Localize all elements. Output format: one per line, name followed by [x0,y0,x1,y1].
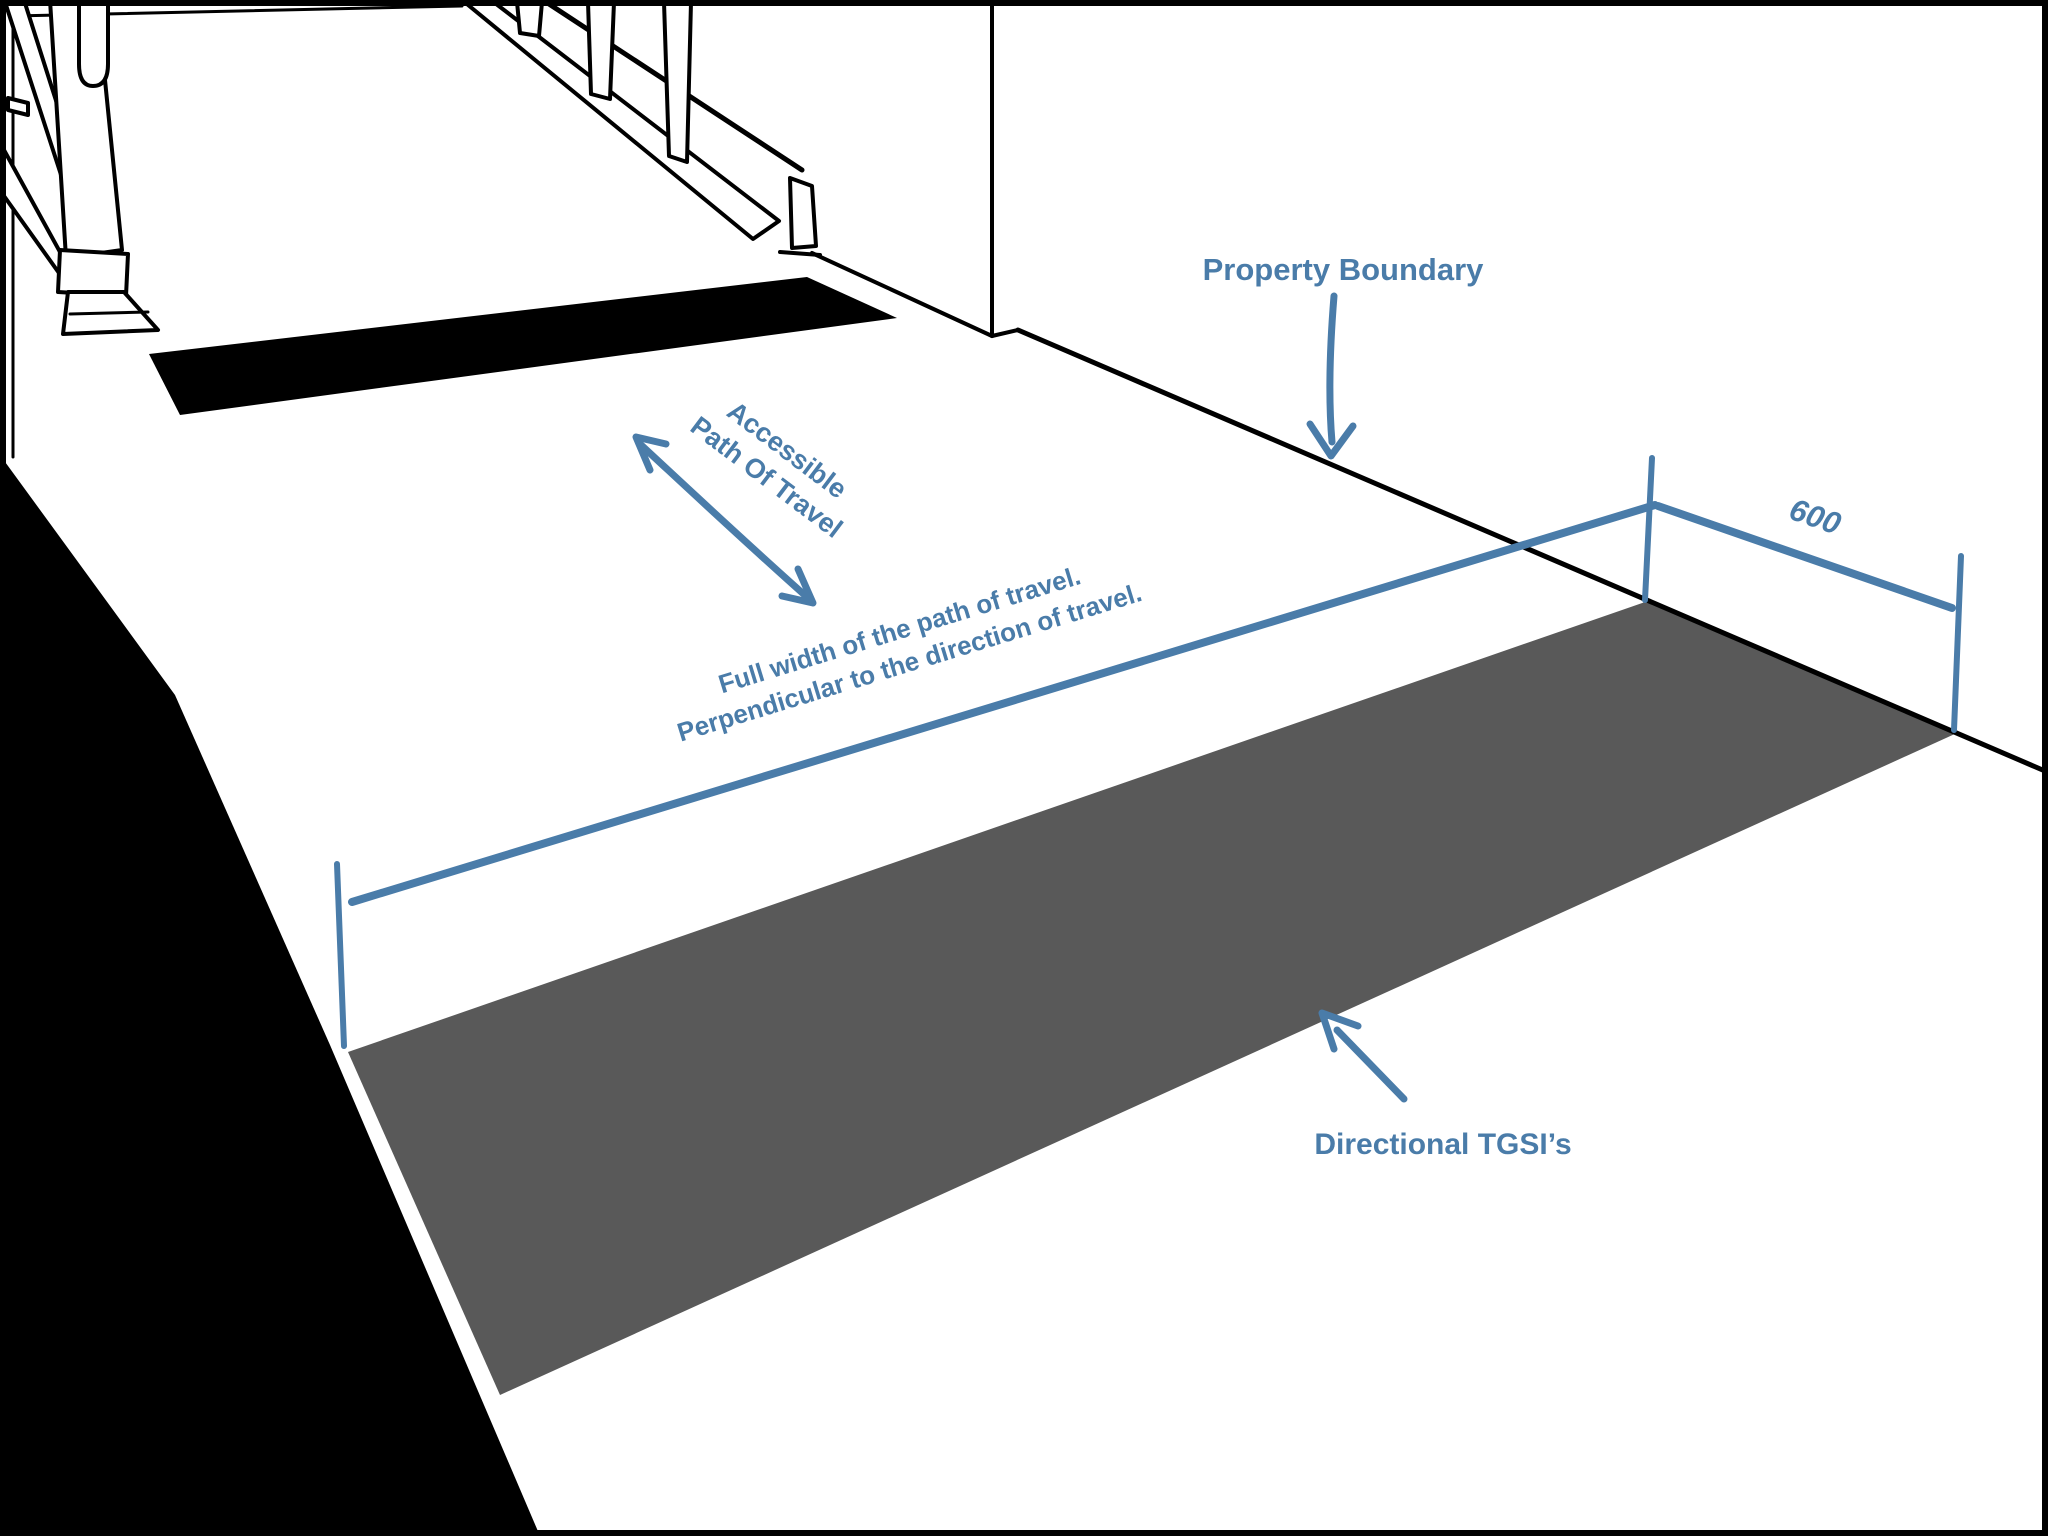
full-width-left-tick [334,861,347,1049]
left-handrail-shoe-line [68,310,150,316]
left-handrail-end-post [77,0,110,88]
right-handrail-end-foot [788,176,818,250]
right-handrail-baluster-3 [662,0,693,164]
right-handrail-baluster-1 [515,0,544,38]
right-handrail [460,0,822,257]
black-surface-shape [0,455,540,1536]
left-handrail [2,0,160,336]
dimension-600-label: 600 [1785,492,1845,542]
left-handrail-foot-plate [56,248,130,298]
directional-tgsi-arrow-shaft [1333,1026,1408,1103]
property-boundary-arrow-shaft [1326,292,1338,446]
property-boundary-arrow-icon [1306,292,1357,460]
dimension-600-text: 600 [1785,492,1845,542]
full-width-label: Full width of the path of travel. Perpen… [674,560,1146,747]
directional-tgsi-arrow-icon [1318,1009,1408,1103]
setback-right-tick [1951,553,1964,733]
right-handrail-stringer [460,0,781,241]
right-handrail-baluster-2 [586,0,616,101]
full-width-dimension-line [348,501,1659,906]
accessible-path-arrow-shaft [636,440,812,602]
scene-linework [2,0,1020,459]
blue-annotation-lines [334,292,1964,1103]
directional-tgsi-arrowhead [1318,1009,1362,1053]
property-boundary-arrowhead [1306,420,1357,460]
accessible-path-label: Accessible Path Of Travel [685,396,852,544]
wall-base-notch [990,328,1020,338]
left-handrail-near-rail [48,0,124,260]
property-boundary-label: Property Boundary [1203,252,1485,287]
accessible-path-arrowhead-up [632,433,670,474]
setback-left-tick [1642,455,1655,603]
accessible-path-arrow-icon [632,433,817,607]
property-boundary-line [1015,327,2048,774]
left-handrail-notch [6,96,30,117]
walkway-ground-edge [810,251,994,338]
directional-tgsi-band [348,601,1957,1395]
warning-tgsi-strip [149,277,897,415]
accessible-path-arrowhead-down [778,565,817,607]
surface-shapes [0,277,1957,1536]
dimension-600-line [1654,502,1956,612]
directional-tgsis-label: Directional TGSI’s [1314,1128,1571,1161]
